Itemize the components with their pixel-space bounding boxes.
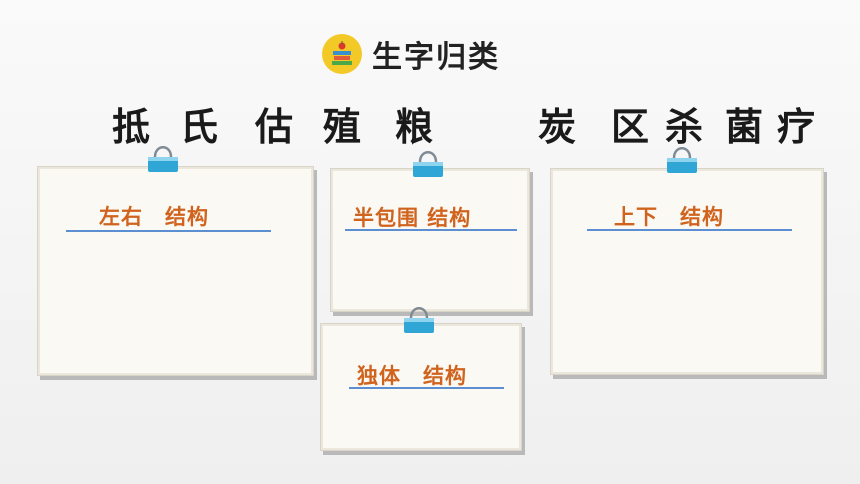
card-label: 独体 结构 (357, 364, 467, 388)
section-header: 生字归类 (322, 32, 500, 76)
character-item: 抵 (112, 104, 151, 149)
character-item: 氏 (180, 104, 219, 149)
character-item: 菌 (725, 104, 764, 149)
card-top-bottom-structure[interactable]: 上下 结构 (550, 168, 824, 375)
card-half-enclosure-structure[interactable]: 半包围 结构 (330, 168, 530, 312)
binder-clip-icon (404, 307, 434, 333)
underline (349, 387, 504, 389)
card-label: 半包围 结构 (353, 206, 472, 230)
character-item: 殖 (323, 104, 362, 149)
character-item: 疗 (777, 104, 816, 149)
books-apple-icon (322, 34, 362, 74)
character-item: 杀 (665, 104, 704, 149)
card-label: 上下 结构 (614, 205, 724, 229)
binder-clip-icon (148, 146, 178, 172)
underline (587, 229, 792, 231)
binder-clip-icon (667, 147, 697, 173)
character-item: 炭 (538, 104, 577, 149)
underline (345, 229, 517, 231)
card-single-structure[interactable]: 独体 结构 (320, 323, 522, 451)
underline (66, 230, 271, 232)
card-left-right-structure[interactable]: 左右 结构 (37, 166, 314, 376)
card-label: 左右 结构 (99, 205, 209, 229)
character-item: 区 (611, 104, 650, 149)
character-item: 估 (255, 104, 294, 149)
character-list: 抵 氏 估 殖 粮 炭 区 杀 菌 疗 (0, 96, 860, 156)
binder-clip-icon (413, 151, 443, 177)
character-item: 粮 (395, 104, 434, 149)
page-title: 生字归类 (372, 40, 500, 75)
